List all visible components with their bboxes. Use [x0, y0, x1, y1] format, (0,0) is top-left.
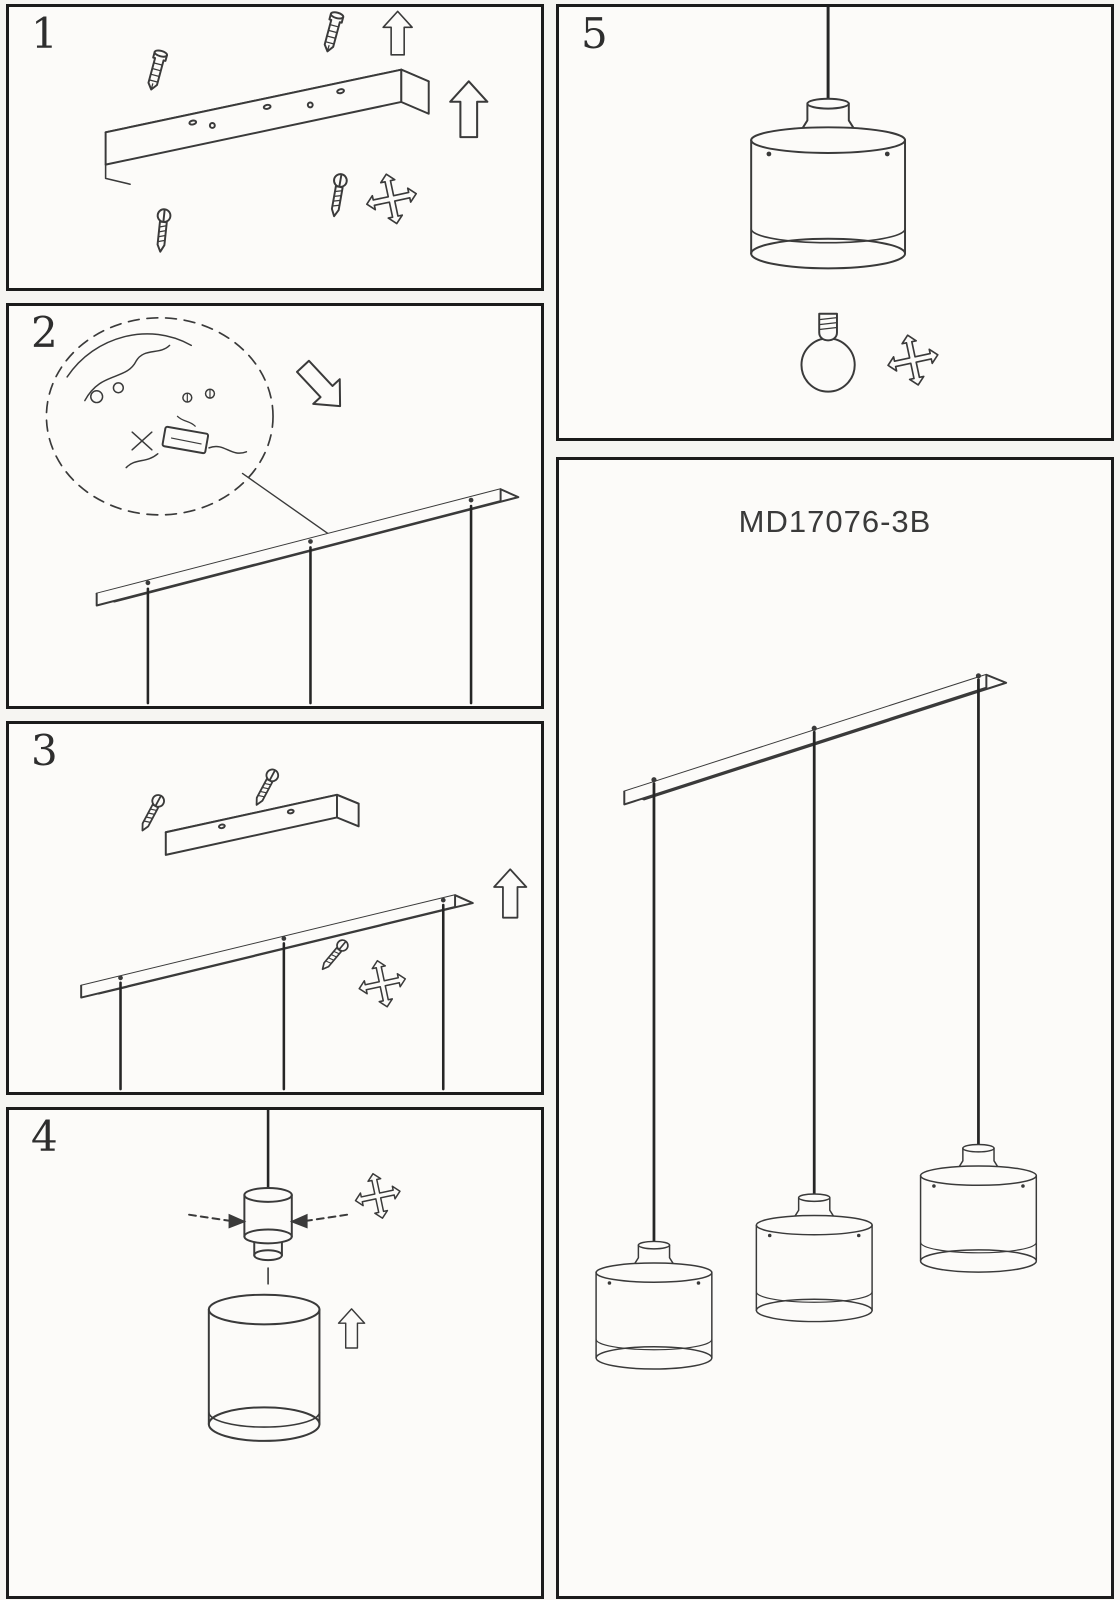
panel-step-1: 1: [6, 4, 544, 291]
wiring-detail: [45, 316, 274, 516]
screw-icon: [317, 937, 351, 974]
ceiling-rail: [95, 488, 520, 607]
step-number-5: 5: [581, 9, 608, 58]
four-way-arrow-icon: [350, 1168, 406, 1224]
push-arrow-left-icon: [188, 1213, 247, 1229]
up-arrow-icon: [493, 868, 528, 919]
suspension-cords: [652, 678, 980, 1245]
panel-product-view: MD17076-3B: [556, 457, 1114, 1599]
step-number-3: 3: [31, 726, 58, 775]
mounting-bracket: [104, 68, 430, 185]
step-4-illustration: [188, 1110, 406, 1442]
four-way-arrow-icon: [360, 168, 423, 230]
product-illustration: [595, 673, 1038, 1370]
screw-icon: [326, 172, 349, 219]
step-number-4: 4: [31, 1112, 58, 1161]
up-arrow-icon: [449, 80, 489, 139]
lamp-shade-middle: [755, 1193, 873, 1323]
four-way-arrow-icon: [881, 329, 944, 392]
suspension-cords: [146, 504, 473, 705]
step-2-illustration: [45, 316, 520, 705]
step-5-illustration: [750, 7, 944, 393]
down-right-arrow-icon: [288, 352, 355, 420]
panel-step-3: 3: [6, 721, 544, 1095]
panel-step-5: 5: [556, 4, 1114, 441]
wall-anchor-icon: [144, 48, 169, 93]
screw-icon: [152, 207, 173, 254]
shade-cylinder: [207, 1293, 321, 1442]
up-arrow-icon: [337, 1308, 366, 1349]
four-way-arrow-icon: [353, 955, 411, 1013]
lamp-shade-left: [595, 1240, 713, 1370]
step-1-illustration: [104, 10, 489, 254]
mounting-bracket: [164, 793, 360, 856]
step-number-2: 2: [31, 308, 58, 357]
model-number-label: MD17076-3B: [738, 504, 932, 539]
lamp-shade-right: [919, 1143, 1038, 1273]
suspension-cords: [119, 903, 445, 1091]
push-arrow-right-icon: [289, 1213, 349, 1229]
leader-line: [241, 472, 336, 540]
light-bulb-icon: [800, 312, 856, 393]
ceiling-rail: [80, 894, 474, 999]
step-number-1: 1: [31, 9, 58, 58]
panel-step-4: 4: [6, 1107, 544, 1599]
lamp-shade: [750, 97, 907, 270]
terminal-block: [161, 425, 210, 455]
panel-step-2: 2: [6, 303, 544, 709]
screw-icon: [136, 792, 168, 835]
cord-grip: [243, 1187, 293, 1262]
up-arrow-icon: [382, 10, 413, 56]
step-3-illustration: [80, 766, 528, 1091]
wall-anchor-icon: [320, 10, 345, 54]
screw-icon: [250, 766, 282, 809]
